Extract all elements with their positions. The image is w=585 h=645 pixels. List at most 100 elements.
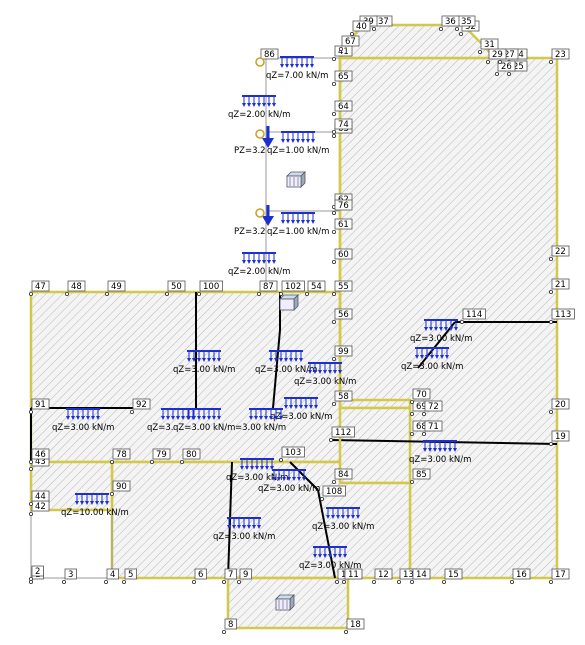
load-text: qZ=3.00 kN/m [226, 473, 288, 483]
node-number: 26 [501, 62, 512, 72]
load-text: qZ=3.00 kN/m [258, 484, 320, 494]
node-label: 78 [110, 448, 131, 464]
node-number: 58 [338, 392, 349, 402]
node-number: 22 [555, 247, 566, 257]
node-number: 43 [35, 457, 46, 467]
node-number: 114 [466, 310, 482, 320]
load-text: =3.00 kN/m [235, 423, 286, 433]
node-label: 70 [409, 388, 431, 404]
node-label: 80 [179, 448, 201, 464]
node-number: 24 [513, 50, 524, 60]
node-label: 76 [331, 199, 353, 215]
node-number: 17 [555, 570, 566, 580]
node-label: 113 [549, 308, 575, 324]
load-text: qZ=2.00 kN/m [228, 267, 290, 277]
point-load-arrow-icon [262, 126, 274, 148]
node-label: 40 [349, 20, 371, 37]
node-label: 5 [122, 568, 137, 585]
node-label: 58 [331, 390, 353, 406]
support-cube-icon [279, 294, 299, 311]
node-label: 21 [549, 278, 570, 294]
node-label: 9 [236, 568, 252, 585]
node-number: 84 [338, 470, 349, 480]
node-number: 27 [504, 50, 515, 60]
node-number: 86 [264, 50, 275, 60]
load-text: qZ=3.00 kN/m [52, 423, 114, 433]
node-number: 15 [448, 570, 459, 580]
nodes-layer: 1234567891011121314151617181920212223242… [28, 15, 575, 635]
node-number: 6 [198, 570, 203, 580]
node-number: 49 [111, 282, 122, 292]
node-number: 16 [516, 570, 527, 580]
node-number: 91 [35, 400, 46, 410]
node-label: 99 [331, 345, 353, 361]
node-number: 40 [356, 22, 367, 32]
node-label: 100 [196, 280, 223, 296]
support-icons [275, 171, 306, 611]
load-text: qZ=3.00 kN/m [401, 362, 463, 372]
node-number: 65 [338, 72, 349, 82]
node-number: 50 [171, 282, 182, 292]
node-number: 69 [416, 402, 427, 412]
node-label: 74 [331, 118, 353, 134]
node-number: 42 [35, 502, 46, 512]
node-label: 85 [409, 468, 431, 484]
point-load-arrow-icon [262, 205, 274, 226]
node-label: 22 [549, 245, 570, 261]
node-label: 18 [343, 618, 365, 635]
node-label: 47 [28, 280, 50, 296]
node-number: 72 [428, 402, 439, 412]
node-number: 2 [35, 567, 40, 577]
node-number: 48 [71, 282, 82, 292]
node-label: 114 [459, 308, 486, 324]
node-label: 15 [441, 568, 463, 585]
node-number: 29 [492, 50, 503, 60]
node-label: 23 [549, 48, 570, 65]
load-label: qZ=3.00 kN/m [213, 517, 275, 542]
node-label: 31 [477, 38, 499, 55]
load-label: qZ=3.00 kN/m [173, 350, 235, 375]
slab-regions [29, 23, 559, 630]
load-label: qZ=3.00 kN/m [255, 350, 317, 375]
node-label: 49 [105, 280, 126, 296]
node-number: 68 [416, 422, 427, 432]
load-text: qZ=3.00 kN/m [270, 412, 332, 422]
load-label: qZ=2.00 kN/m [228, 252, 290, 277]
node-number: 9 [243, 570, 248, 580]
node-label: 25 [506, 60, 528, 77]
load-text: qZ=3.00 kN/m [312, 522, 374, 532]
node-label: 50 [164, 280, 186, 296]
node-label: 17 [549, 568, 570, 585]
node-number: 102 [285, 282, 301, 292]
node-number: 87 [263, 282, 274, 292]
node-label: 65 [331, 70, 353, 87]
node-number: 60 [338, 250, 349, 260]
node-label: 14 [409, 568, 431, 585]
node-number: 99 [338, 347, 349, 357]
node-label: 56 [331, 308, 353, 324]
load-label: qZ=7.00 kN/m [266, 56, 328, 81]
node-number: 32 [465, 22, 476, 32]
node-number: 25 [513, 62, 524, 72]
node-number: 37 [378, 17, 389, 27]
node-number: 79 [156, 450, 167, 460]
node-number: 71 [428, 422, 439, 432]
node-label: 19 [549, 430, 570, 446]
load-text: qZ=7.00 kN/m [266, 71, 328, 81]
node-number: 4 [110, 570, 115, 580]
node-number: 90 [116, 482, 127, 492]
node-number: 78 [116, 450, 127, 460]
node-number: 20 [555, 400, 566, 410]
node-label: 112 [328, 426, 355, 442]
node-label: 11 [341, 568, 363, 585]
node-label: 71 [421, 420, 443, 436]
node-number: 113 [555, 310, 571, 320]
load-label: qZ=3.00 kN/m [312, 507, 374, 532]
node-number: 76 [338, 201, 349, 211]
node-label: 20 [549, 398, 570, 414]
node-label: 108 [319, 485, 346, 501]
node-label: 26 [494, 60, 516, 77]
node-number: 7 [228, 570, 233, 580]
point-load-arrows [262, 126, 274, 226]
